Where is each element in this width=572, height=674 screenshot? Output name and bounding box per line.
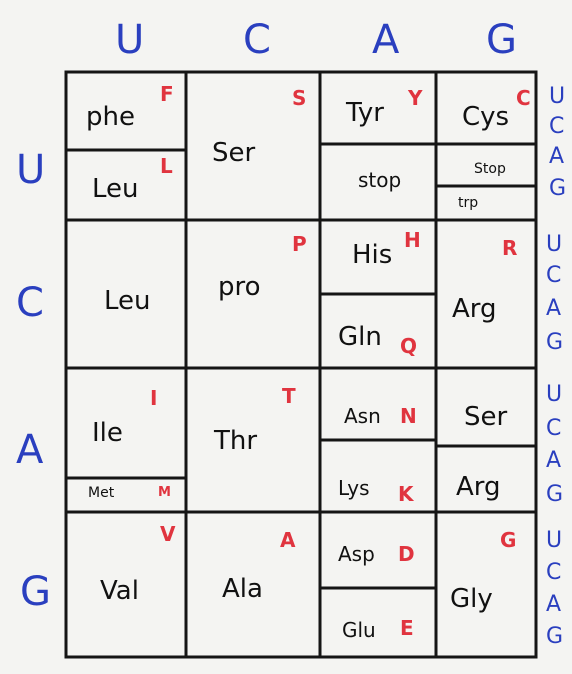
table-border bbox=[64, 70, 538, 659]
amino-acid-code: N bbox=[400, 404, 417, 428]
amino-acid-label: trp bbox=[458, 195, 479, 211]
amino-acid-label: His bbox=[352, 240, 393, 270]
amino-acid-label: Ser bbox=[212, 138, 256, 168]
third-base: U bbox=[546, 382, 563, 407]
amino-acid-label: pro bbox=[218, 272, 261, 302]
amino-acid-label: Glu bbox=[342, 618, 376, 642]
amino-acid-code: I bbox=[150, 386, 158, 410]
amino-acid-code: R bbox=[502, 236, 518, 260]
left-base-g: G bbox=[20, 569, 51, 615]
amino-acid-code: E bbox=[400, 616, 414, 640]
amino-acid-label: Gly bbox=[450, 584, 493, 614]
amino-acid-code: L bbox=[160, 154, 173, 178]
amino-acid-label: Lys bbox=[338, 476, 370, 500]
amino-acid-code: P bbox=[292, 232, 307, 256]
top-base-u: U bbox=[115, 17, 145, 63]
amino-acid-label: Tyr bbox=[346, 98, 384, 128]
amino-acid-label: Thr bbox=[214, 426, 258, 456]
third-base: G bbox=[546, 624, 564, 649]
top-base-c: C bbox=[243, 17, 271, 63]
third-base: A bbox=[546, 592, 562, 617]
amino-acid-label: Leu bbox=[104, 286, 151, 316]
third-base: A bbox=[549, 144, 565, 169]
third-base: C bbox=[546, 416, 562, 441]
amino-acid-label: Asn bbox=[344, 404, 381, 428]
third-base: G bbox=[549, 176, 567, 201]
amino-acid-label: Leu bbox=[92, 174, 139, 204]
amino-acid-label: Ser bbox=[464, 402, 508, 432]
left-base-u: U bbox=[16, 147, 46, 193]
third-base: G bbox=[546, 482, 564, 507]
amino-acid-label: Ile bbox=[92, 418, 123, 448]
amino-acid-code: G bbox=[500, 528, 517, 552]
left-base-c: C bbox=[16, 280, 44, 326]
top-base-a: A bbox=[372, 17, 400, 63]
amino-acid-label: Val bbox=[100, 576, 139, 606]
third-base: A bbox=[546, 296, 562, 321]
amino-acid-code: Y bbox=[408, 86, 423, 110]
amino-acid-label: stop bbox=[358, 168, 402, 192]
amino-acid-code: T bbox=[282, 384, 296, 408]
amino-acid-code: F bbox=[160, 82, 174, 106]
amino-acid-code: K bbox=[398, 482, 414, 506]
amino-acid-code: M bbox=[158, 485, 171, 500]
amino-acid-code: S bbox=[292, 86, 307, 110]
amino-acid-label: Arg bbox=[452, 294, 497, 324]
amino-acid-code: A bbox=[280, 528, 296, 552]
amino-acid-code: Q bbox=[400, 334, 418, 358]
amino-acid-label: Gln bbox=[338, 322, 382, 352]
amino-acid-code: D bbox=[398, 542, 415, 566]
amino-acid-code: C bbox=[516, 86, 531, 110]
third-base: U bbox=[549, 84, 566, 109]
amino-acid-label: Asp bbox=[338, 542, 375, 566]
third-base: G bbox=[546, 330, 564, 355]
third-base: U bbox=[546, 528, 563, 553]
third-base: C bbox=[546, 560, 562, 585]
top-base-g: G bbox=[486, 17, 517, 63]
amino-acid-label: phe bbox=[86, 102, 135, 132]
amino-acid-label: Arg bbox=[456, 472, 501, 502]
third-base: C bbox=[546, 263, 562, 288]
amino-acid-label: Cys bbox=[462, 102, 510, 132]
amino-acid-label: Met bbox=[88, 485, 115, 501]
third-base: C bbox=[549, 114, 565, 139]
third-base: U bbox=[546, 232, 563, 257]
amino-acid-code: H bbox=[404, 228, 421, 252]
amino-acid-code: V bbox=[160, 522, 176, 546]
amino-acid-label: Ala bbox=[222, 574, 263, 604]
left-base-a: A bbox=[16, 427, 44, 473]
third-base: A bbox=[546, 448, 562, 473]
amino-acid-label: Stop bbox=[474, 161, 506, 177]
